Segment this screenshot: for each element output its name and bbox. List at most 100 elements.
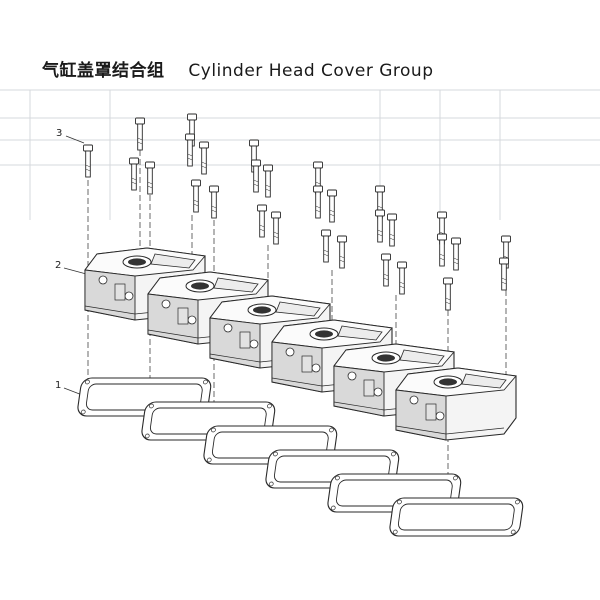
bolt-head: [257, 204, 267, 212]
cover-emblem: [315, 330, 333, 338]
bolt-thread: [383, 273, 389, 277]
bolt-thread: [187, 157, 193, 161]
bolt-head: [187, 113, 197, 121]
gasket-bolt-hole: [85, 379, 90, 385]
bolt-shank: [501, 263, 507, 291]
gasket-bolt-hole: [211, 427, 216, 433]
bolt-thread: [85, 168, 91, 172]
cover-bolt-boss: [409, 395, 419, 405]
bolt-shank: [253, 165, 259, 193]
cover-bolt: [191, 179, 201, 213]
bolt-thread: [131, 177, 137, 181]
cover-post: [425, 403, 437, 421]
gasket-bolt-hole: [144, 433, 150, 439]
cover-bolt: [257, 204, 267, 238]
gasket-inner: [397, 503, 515, 531]
bolt-head: [135, 117, 145, 125]
bolt-shank: [439, 239, 445, 267]
bolt-thread: [501, 281, 507, 285]
cover-emblem: [377, 354, 395, 362]
bolt-thread: [323, 249, 329, 253]
cover-bolt-boss: [249, 339, 259, 349]
bolt-shank: [329, 195, 335, 223]
bolt-head: [337, 235, 347, 243]
cover-front-face: [333, 365, 385, 417]
bolt-thread: [377, 233, 383, 237]
gasket-bolt-hole: [335, 475, 340, 481]
bolt-head: [387, 213, 397, 221]
bolt-shank: [445, 283, 451, 311]
bolt-shank: [201, 147, 207, 175]
bolt-thread: [377, 205, 383, 209]
cover-bolt-boss: [435, 411, 445, 421]
cover-bolt-boss: [311, 363, 321, 373]
gasket-bolt-hole: [267, 403, 272, 409]
cover-bolt: [375, 209, 385, 243]
bolt-head: [191, 179, 201, 187]
bolt-thread: [315, 181, 321, 185]
bolt-head: [501, 235, 511, 243]
bolt-shank: [399, 267, 405, 295]
gasket-inner: [85, 383, 203, 411]
bolt-head: [437, 211, 447, 219]
bolt-head: [443, 277, 453, 285]
gasket-bolt-hole: [515, 499, 520, 505]
gasket-bolt-hole: [392, 529, 398, 535]
bolt-thread: [201, 165, 207, 169]
gasket-outer: [389, 497, 524, 537]
cover-bolt: [135, 117, 145, 151]
bolt-thread: [399, 285, 405, 289]
callout-3: 3: [56, 128, 63, 139]
callout-1: 1: [55, 380, 62, 391]
bolt-head: [145, 161, 155, 169]
bolt-head: [313, 161, 323, 169]
cover-post: [239, 331, 251, 349]
bolt-thread: [259, 228, 265, 232]
bolt-head: [327, 189, 337, 197]
bolt-thread: [339, 255, 345, 259]
gasket-bolt-hole: [453, 475, 458, 481]
cover-emblem: [128, 258, 146, 266]
cover-front-face: [147, 293, 199, 345]
cover-bolt-boss: [98, 275, 108, 285]
gasket-bolt-hole: [268, 481, 274, 487]
cover-bolt: [437, 233, 447, 267]
cover-bolt: [271, 211, 281, 245]
cover-bolt-boss: [124, 291, 134, 301]
bolt-thread: [187, 153, 193, 157]
cover-ridge: [399, 349, 445, 365]
bolt-thread: [193, 203, 199, 207]
bolt-thread: [137, 141, 143, 145]
bolt-thread: [339, 259, 345, 263]
bolt-thread: [137, 137, 143, 141]
bolt-shank: [147, 167, 153, 195]
cover-ridge: [213, 277, 259, 293]
bolt-shank: [131, 163, 137, 191]
cover-ridge: [275, 301, 321, 317]
cover-post: [114, 283, 126, 301]
cover-bolt: [199, 141, 209, 175]
bolt-head: [251, 159, 261, 167]
bolt-thread: [259, 224, 265, 228]
bolt-thread: [265, 184, 271, 188]
bolt-shank: [259, 210, 265, 238]
bolt-thread: [323, 253, 329, 257]
gasket-bolt-hole: [80, 409, 86, 415]
cover-post: [363, 379, 375, 397]
gasket-set: [77, 377, 524, 537]
bolt-thread: [445, 297, 451, 301]
cover-front-face: [84, 269, 136, 321]
cover-bolt: [443, 277, 453, 311]
bolt-thread: [399, 281, 405, 285]
cover-bolt: [499, 257, 509, 291]
bolt-thread: [315, 205, 321, 209]
bolt-thread: [253, 179, 259, 183]
cover-bolt: [337, 235, 347, 269]
bolt-shank: [187, 139, 193, 167]
bolt-thread: [439, 257, 445, 261]
gasket-bolt-hole: [397, 499, 402, 505]
bolt-thread: [265, 188, 271, 192]
bolt-thread: [85, 164, 91, 168]
cover-bolt-boss: [285, 347, 295, 357]
